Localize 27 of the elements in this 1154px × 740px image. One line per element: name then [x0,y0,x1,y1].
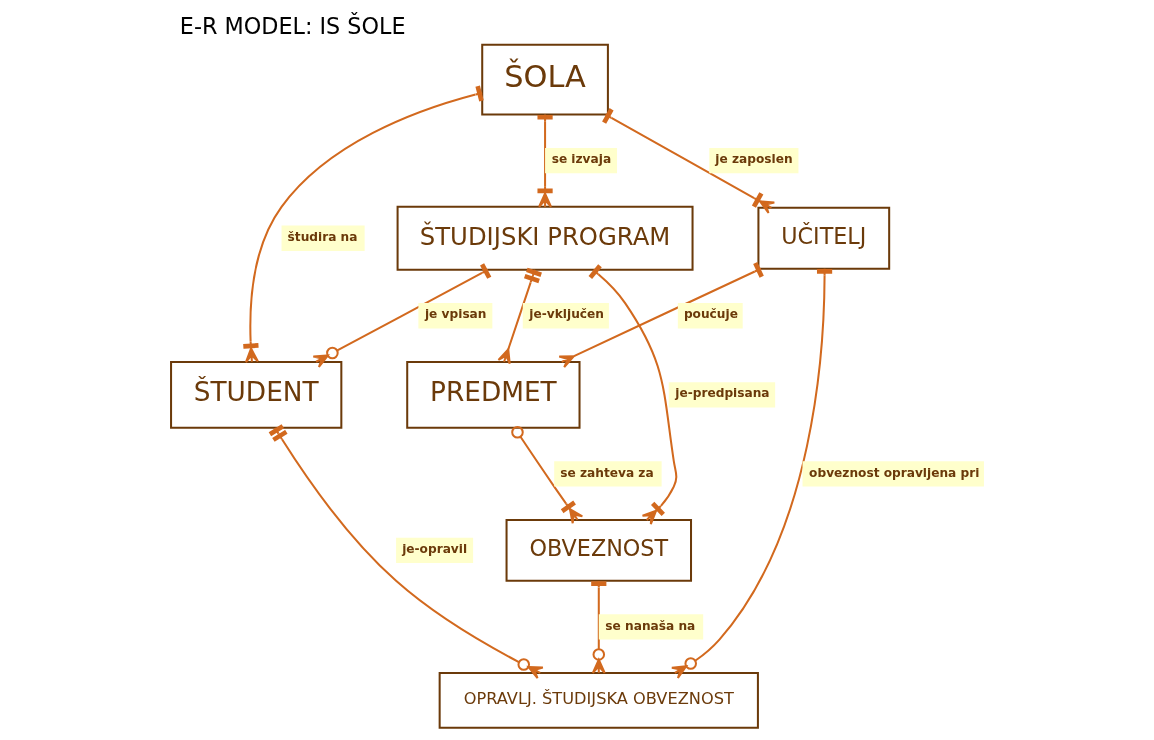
edge-label: študira na [287,229,357,244]
connector [588,264,677,526]
edge-label: je vpisan [424,307,486,322]
edge-label: se izvaja [551,152,611,167]
connector [510,426,583,525]
node-box: OBVEZNOST [505,519,692,582]
edge-label: je-predpisana [674,386,770,401]
edge-label: se zahteva za [559,465,654,480]
node-box: ŠTUDIJSKI PROGRAM [396,205,694,271]
diagram-title: E-R MODEL: IS ŠOLE [179,13,406,40]
connector [242,85,484,364]
connector [601,108,775,214]
edge-label: je-vključen [528,307,604,322]
edge-label: se nanaša na [604,618,695,633]
connector [590,581,606,674]
connector [496,267,542,365]
node-box: UČITELJ [756,206,890,270]
node-box: ŠOLA [480,43,609,116]
node-box: PREDMET [405,360,581,429]
edge-label: poučuje [683,307,738,322]
connector [557,261,764,369]
edge-label: je-opravil [401,542,467,557]
node-box: OPRAVLJ. ŠTUDIJSKA OBVEZNOST [438,672,759,729]
node-box: ŠTUDENT [169,360,342,429]
edge-label: obveznost opravljena pri [808,465,979,480]
edge-label: je zaposlen [714,152,793,167]
connector [268,424,544,680]
